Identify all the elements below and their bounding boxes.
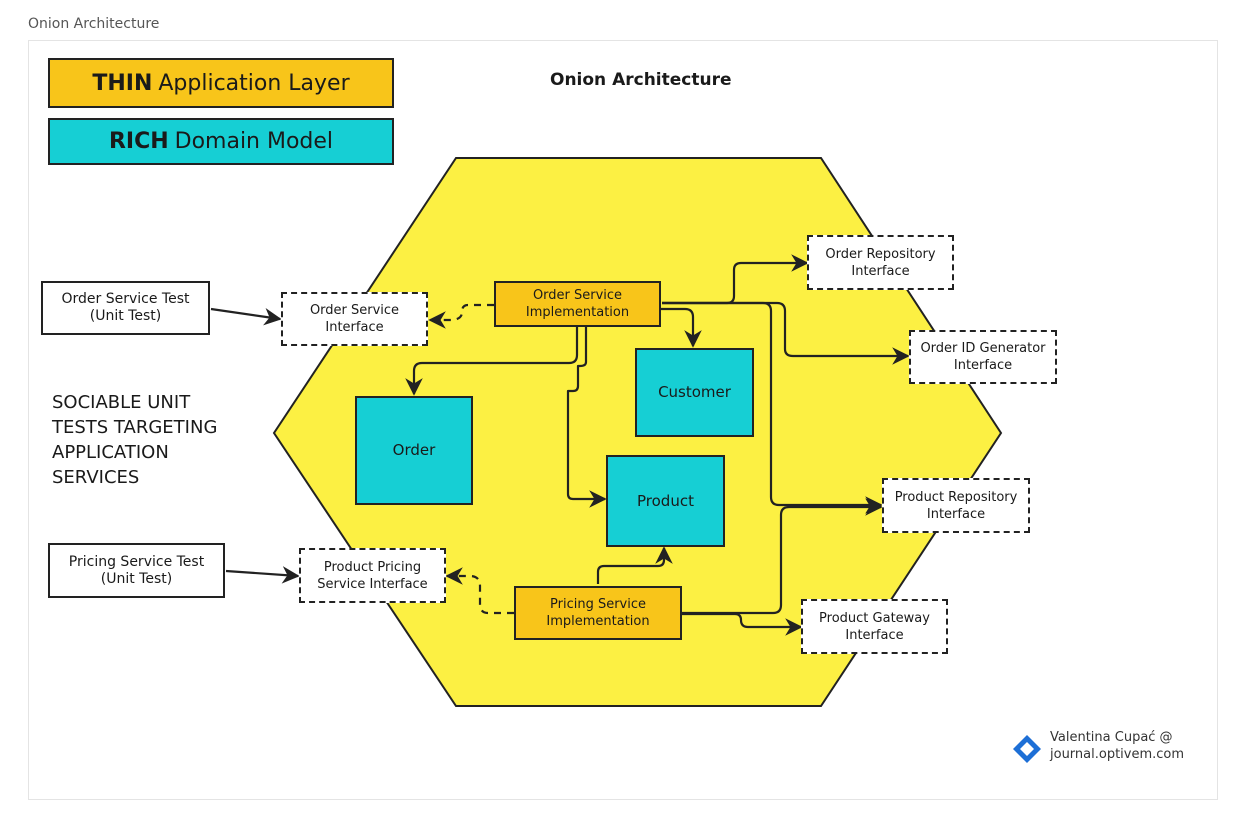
arrow-pricing-test-to-interface <box>225 566 300 584</box>
arrow-pricing-impl-to-product <box>596 546 673 584</box>
order-service-interface-label: Order Service Interface <box>309 303 400 335</box>
pricing-service-implementation-label: Pricing Service Implementation <box>546 597 650 629</box>
arrow-pricing-impl-realizes-interface <box>445 567 514 615</box>
legend-thin-label: Application Layer <box>158 70 350 96</box>
order-service-test-label: Order Service Test (Unit Test) <box>61 291 190 324</box>
arrow-pricing-impl-to-product-gateway <box>682 612 803 636</box>
arrow-order-impl-realizes-interface <box>428 303 494 329</box>
order-service-test-box: Order Service Test (Unit Test) <box>41 281 210 335</box>
order-service-implementation-box: Order Service Implementation <box>494 281 661 327</box>
product-gateway-interface-label: Product Gateway Interface <box>819 610 930 643</box>
diagram-title: Onion Architecture <box>550 70 732 90</box>
arrow-pricing-impl-to-product-repository <box>682 498 883 615</box>
legend-rich-domain-model: RICH Domain Model <box>48 118 394 165</box>
order-domain-box: Order <box>355 396 473 505</box>
order-repository-interface-label: Order Repository Interface <box>825 246 936 279</box>
product-domain-label: Product <box>637 491 694 510</box>
customer-domain-label: Customer <box>658 383 731 401</box>
order-id-generator-interface-box: Order ID Generator Interface <box>909 330 1057 384</box>
pricing-service-test-label: Pricing Service Test (Unit Test) <box>68 553 205 587</box>
customer-domain-box: Customer <box>635 348 754 437</box>
pricing-service-test-box: Pricing Service Test (Unit Test) <box>48 543 225 598</box>
legend-rich-label: Domain Model <box>174 129 334 154</box>
author-credit: Valentina Cupać @ journal.optivem.com <box>1050 729 1184 763</box>
order-service-implementation-label: Order Service Implementation <box>525 288 630 320</box>
product-pricing-service-interface-label: Product Pricing Service Interface <box>317 559 428 592</box>
arrow-order-impl-to-product-repository <box>662 301 883 514</box>
order-service-interface-box: Order Service Interface <box>281 292 428 346</box>
product-pricing-service-interface-box: Product Pricing Service Interface <box>299 548 446 603</box>
arrow-order-impl-to-order-id-generator <box>662 301 910 365</box>
arrow-order-impl-to-customer <box>660 307 702 348</box>
legend-thin-application-layer: THIN Application Layer <box>48 58 394 108</box>
product-gateway-interface-box: Product Gateway Interface <box>801 599 948 654</box>
optivem-diamond-icon <box>1013 735 1041 763</box>
author-name: Valentina Cupać @ <box>1050 730 1173 745</box>
sociable-unit-tests-note: SOCIABLE UNIT TESTS TARGETING APPLICATIO… <box>52 392 218 488</box>
page-title: Onion Architecture <box>28 16 160 32</box>
product-repository-interface-box: Product Repository Interface <box>882 478 1030 533</box>
order-domain-label: Order <box>392 441 436 459</box>
legend-rich-bold: RICH <box>108 129 169 154</box>
legend-thin-bold: THIN <box>92 70 153 96</box>
diagram-frame <box>28 40 1218 800</box>
arrow-order-impl-to-product <box>566 313 607 508</box>
product-repository-interface-label: Product Repository Interface <box>894 489 1018 522</box>
arrow-order-impl-to-order <box>405 327 579 396</box>
product-domain-box: Product <box>606 455 725 547</box>
author-site: journal.optivem.com <box>1050 747 1185 762</box>
pricing-service-implementation-box: Pricing Service Implementation <box>514 586 682 640</box>
order-id-generator-interface-label: Order ID Generator Interface <box>920 341 1046 373</box>
arrow-order-test-to-interface <box>210 307 282 326</box>
order-repository-interface-box: Order Repository Interface <box>807 235 954 290</box>
